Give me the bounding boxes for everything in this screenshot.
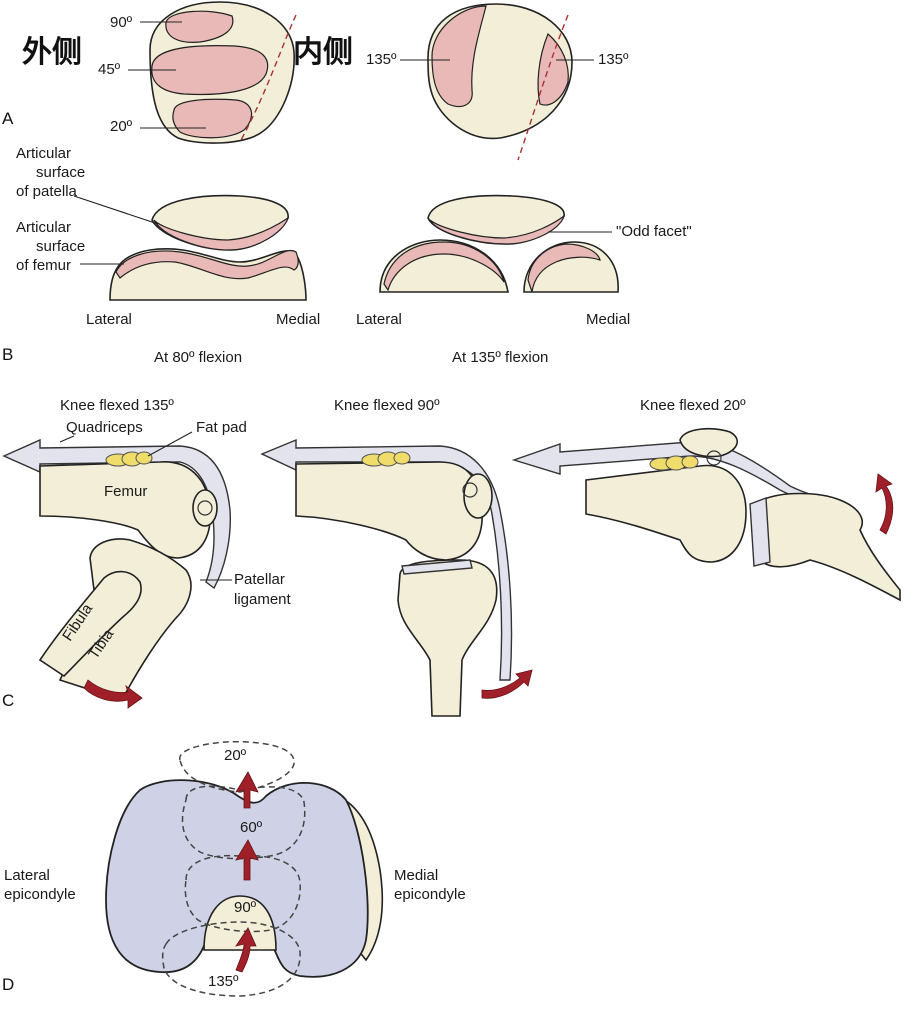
femur-cart-b-right-medial bbox=[527, 243, 601, 293]
patella-cart-b-right bbox=[429, 214, 566, 245]
patella-b-right bbox=[427, 194, 565, 245]
patella-cartilage-b-left bbox=[153, 216, 290, 251]
fat-pad-3 bbox=[649, 455, 699, 471]
title-90: Knee flexed 90º bbox=[334, 397, 440, 414]
contact-marker-3 bbox=[706, 450, 722, 466]
contact-60 bbox=[181, 785, 306, 860]
rotation-arrow-1 bbox=[83, 679, 143, 709]
femur-cart-b-right-lateral bbox=[383, 241, 505, 292]
rotation-arrow-2 bbox=[481, 669, 533, 699]
femur-label-2: surface bbox=[36, 238, 85, 255]
medial-cn-label: 内侧 bbox=[293, 35, 353, 70]
contact-135 bbox=[161, 921, 301, 997]
contact-20 bbox=[179, 740, 295, 793]
lateral-label-2: Lateral bbox=[356, 311, 402, 328]
femur-label-3: of femur bbox=[16, 257, 71, 274]
femur-label-1: Articular bbox=[16, 219, 71, 236]
medial-label-1: Medial bbox=[276, 311, 320, 328]
medial-label-2: Medial bbox=[586, 311, 630, 328]
ridge-line-left bbox=[239, 14, 297, 143]
patella-label-2: surface bbox=[36, 164, 85, 181]
angle-60-d-label: 60º bbox=[240, 819, 263, 836]
caption-80: At 80º flexion bbox=[154, 349, 242, 366]
facet-135-left bbox=[431, 5, 487, 108]
contact-90 bbox=[184, 854, 301, 933]
quadriceps-label: Quadriceps bbox=[66, 419, 143, 436]
quadriceps-1 bbox=[2, 438, 232, 590]
angle-90-d-label: 90º bbox=[234, 899, 257, 916]
lateral-epicondyle-label-1: Lateral bbox=[4, 867, 50, 884]
caption-135: At 135º flexion bbox=[452, 349, 548, 366]
fat-pad-2 bbox=[361, 451, 411, 467]
odd-facet-label: "Odd facet" bbox=[616, 223, 692, 240]
panel-b-letter: B bbox=[2, 345, 13, 364]
arrow-60-90 bbox=[235, 839, 259, 881]
femur-cartilage-b-left bbox=[115, 249, 299, 280]
panel-d-letter: D bbox=[2, 975, 14, 994]
lateral-epicondyle-label-2: epicondyle bbox=[4, 886, 76, 903]
ridge-line-right bbox=[517, 14, 569, 161]
contact-marker-2 bbox=[462, 482, 478, 498]
facet-45 bbox=[151, 45, 269, 96]
patella-c-2 bbox=[463, 473, 493, 519]
tibia-plateau-3 bbox=[749, 497, 771, 567]
panel-b: Articular surface of patella Articular s… bbox=[2, 145, 692, 366]
patella-c-3 bbox=[679, 427, 738, 458]
arrow-20-60 bbox=[235, 771, 259, 809]
lateral-label-1: Lateral bbox=[86, 311, 132, 328]
patella-c-1 bbox=[192, 489, 218, 527]
lateral-cn-label: 外侧 bbox=[22, 35, 82, 70]
angle-20-d-label: 20º bbox=[224, 747, 247, 764]
femur-d bbox=[105, 779, 369, 978]
facet-90 bbox=[165, 10, 234, 43]
medial-epicondyle-label-1: Medial bbox=[394, 867, 438, 884]
panel-c: Knee flexed 135º Knee flexed 90º Knee fl… bbox=[2, 397, 901, 717]
title-135: Knee flexed 135º bbox=[60, 397, 174, 414]
patella-label-3: of patella bbox=[16, 183, 78, 200]
angle-135-d-label: 135º bbox=[208, 973, 239, 990]
trochlear-notch bbox=[203, 895, 277, 951]
femur-3 bbox=[585, 464, 747, 563]
medial-epicondyle-label-2: epicondyle bbox=[394, 886, 466, 903]
angle-45-label: 45º bbox=[98, 61, 121, 78]
femur-label: Femur bbox=[104, 483, 147, 500]
femur-2 bbox=[295, 461, 483, 561]
title-20: Knee flexed 20º bbox=[640, 397, 746, 414]
fibula-1 bbox=[38, 570, 142, 678]
angle-20-label: 20º bbox=[110, 118, 133, 135]
rotation-arrow-3 bbox=[875, 473, 894, 535]
angle-135-left-label: 135º bbox=[366, 51, 397, 68]
facet-20 bbox=[172, 98, 253, 139]
patellar-ligament-label-1: Patellar bbox=[234, 571, 285, 588]
arrow-90-135 bbox=[235, 927, 257, 973]
tibia-2 bbox=[397, 559, 498, 717]
contact-marker-1 bbox=[197, 500, 213, 516]
tibia-plateau-2 bbox=[401, 559, 473, 575]
angle-135-right-label: 135º bbox=[598, 51, 629, 68]
fat-pad-label: Fat pad bbox=[196, 419, 247, 436]
panel-d: 20º 60º 90º 135º Lateral epicondyle Medi… bbox=[2, 740, 466, 997]
angle-90-label: 90º bbox=[110, 14, 133, 31]
fat-pad-1 bbox=[105, 451, 153, 467]
facet-135-right bbox=[537, 33, 569, 106]
patella-label-1: Articular bbox=[16, 145, 71, 162]
panel-a-letter: A bbox=[2, 109, 14, 128]
tibia-3 bbox=[757, 492, 901, 602]
patellar-ligament-label-2: ligament bbox=[234, 591, 292, 608]
femur-1 bbox=[39, 461, 211, 559]
panel-c-letter: C bbox=[2, 691, 14, 710]
panel-a: 外侧 内侧 90º 45º 20º 135º 135º A bbox=[2, 1, 629, 161]
